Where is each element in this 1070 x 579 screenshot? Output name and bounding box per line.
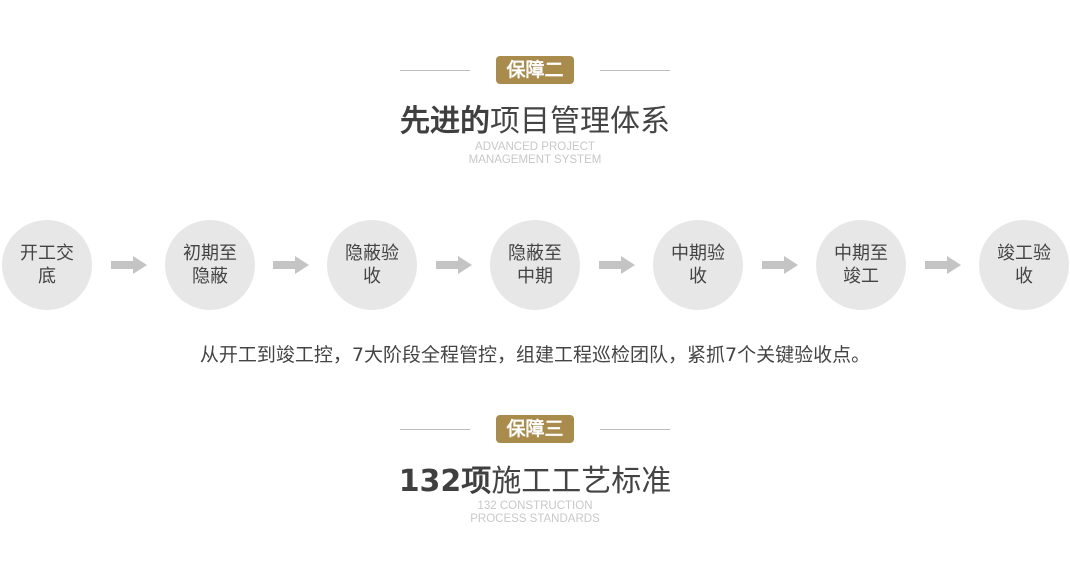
step-circle: 隐蔽验收 <box>327 220 417 310</box>
step-label: 中期验收 <box>671 243 725 287</box>
step-circle: 中期至竣工 <box>816 220 906 310</box>
section2-title: 先进的项目管理体系 <box>0 96 1070 140</box>
step-label: 隐蔽至中期 <box>508 243 562 287</box>
section3-title-rest: 施工工艺标准 <box>491 464 672 499</box>
divider-right <box>600 429 670 430</box>
divider-left <box>400 429 470 430</box>
step-label: 隐蔽验收 <box>345 243 399 287</box>
section3-title: 132项施工工艺标准 <box>0 456 1070 500</box>
section3-subtitle-1: 132 CONSTRUCTION <box>477 500 593 512</box>
section2-subtitle-2: MANAGEMENT SYSTEM <box>468 154 602 166</box>
section2-title-rest: 项目管理体系 <box>490 104 670 139</box>
section2-subtitle-1: ADVANCED PROJECT <box>475 141 595 153</box>
arrow-right-icon <box>924 256 961 274</box>
step-label: 开工交底 <box>20 243 74 287</box>
arrow-right-icon <box>761 256 798 274</box>
step-circle: 初期至隐蔽 <box>165 220 255 310</box>
divider-left <box>400 70 470 71</box>
step-label: 竣工验收 <box>997 243 1051 287</box>
arrow-right-icon <box>110 256 147 274</box>
section3-subtitle-2: PROCESS STANDARDS <box>470 513 600 525</box>
section3-title-bold: 132项 <box>398 464 492 499</box>
section2-badge: 保障二 <box>496 56 574 84</box>
section3-badge: 保障三 <box>496 415 574 443</box>
step-circle: 中期验收 <box>653 220 743 310</box>
step-circle: 开工交底 <box>2 220 92 310</box>
arrow-right-icon <box>435 256 472 274</box>
divider-right <box>600 70 670 71</box>
section2-title-bold: 先进的 <box>400 104 490 139</box>
step-circle: 竣工验收 <box>979 220 1069 310</box>
step-label: 中期至竣工 <box>834 243 888 287</box>
step-circle: 隐蔽至中期 <box>490 220 580 310</box>
arrow-right-icon <box>598 256 635 274</box>
step-label: 初期至隐蔽 <box>183 243 237 287</box>
arrow-right-icon <box>273 256 309 274</box>
process-description: 从开工到竣工控，7大阶段全程管控，组建工程巡检团队，紧抓7个关键验收点。 <box>199 344 871 366</box>
